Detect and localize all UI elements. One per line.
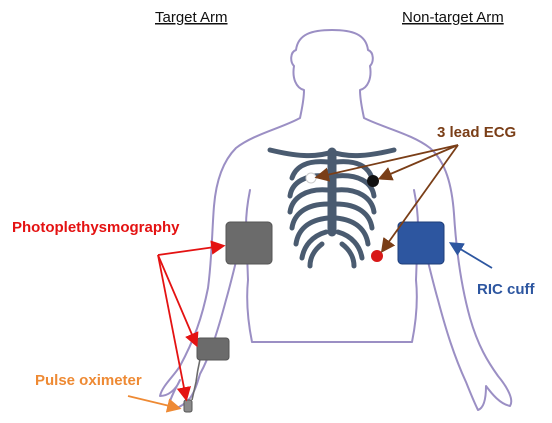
pulse-oximeter-label: Pulse oximeter xyxy=(35,372,142,389)
ppg-arrow-forearm-cuff xyxy=(158,255,196,344)
ppg-arrow-upper-cuff xyxy=(158,246,222,255)
finger-sensor xyxy=(184,400,192,412)
ribcage xyxy=(270,150,394,266)
ric-cuff-label: RIC cuff xyxy=(477,281,536,298)
ric-cuff-band xyxy=(398,222,444,264)
ecg-electrode-white xyxy=(306,173,316,183)
ecg-label: 3 lead ECG xyxy=(437,124,516,141)
ppg-forearm-cuff xyxy=(197,338,229,360)
non-target-arm-header: Non-target Arm xyxy=(402,9,504,26)
ppg-label: Photoplethysmography xyxy=(12,219,180,236)
ecg-electrode-black xyxy=(367,175,379,187)
ppg-upper-arm-cuff xyxy=(226,222,272,264)
ppg-arrows xyxy=(158,246,222,398)
target-arm-header: Target Arm xyxy=(155,9,228,26)
ecg-electrode-red xyxy=(371,250,383,262)
